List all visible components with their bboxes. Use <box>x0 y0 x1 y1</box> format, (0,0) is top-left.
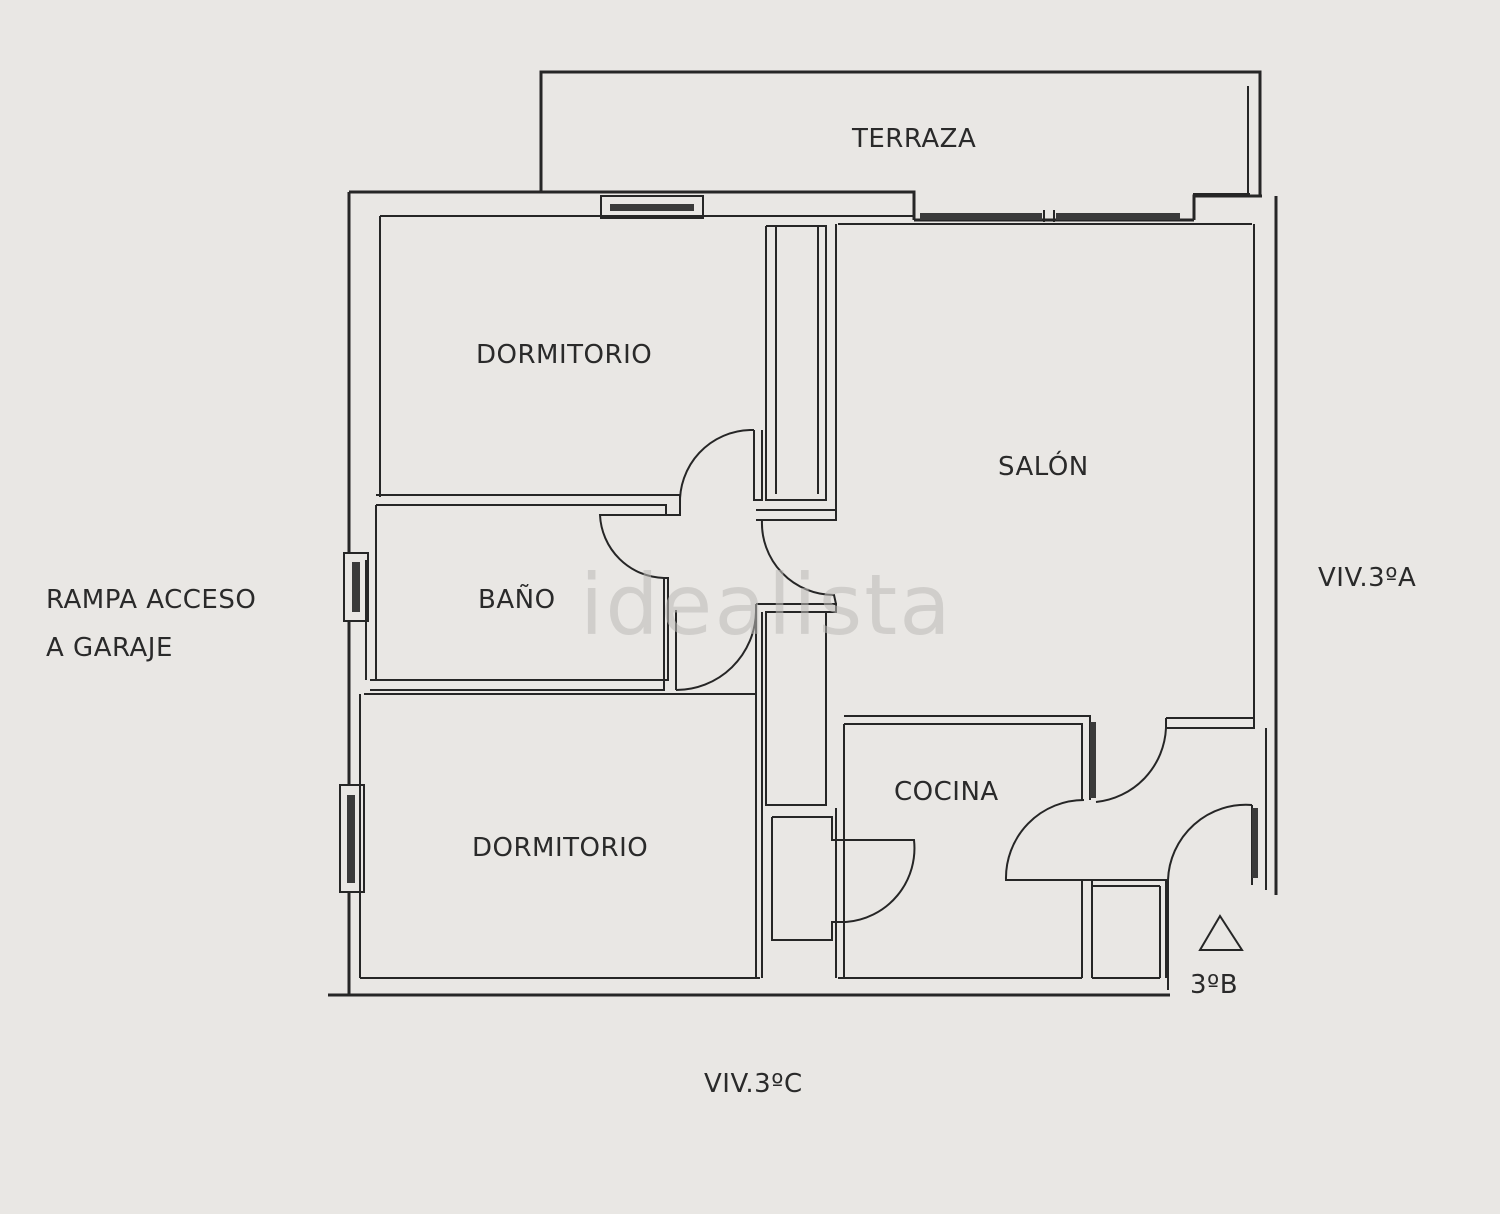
door-bathroom <box>598 514 666 579</box>
doors <box>598 429 1253 923</box>
room-label-dormitorio-top: DORMITORIO <box>476 340 652 370</box>
neighbor-label-bottom: VIV.3ºC <box>704 1069 803 1099</box>
window-bottom-bedroom <box>339 784 365 893</box>
interior-walls <box>364 224 1258 990</box>
door-entrance <box>1167 803 1253 881</box>
entrance-marker <box>1198 914 1244 951</box>
window-top-bedroom <box>600 195 704 219</box>
room-label-bano: BAÑO <box>478 583 556 615</box>
door-top-bedroom <box>678 429 754 506</box>
ramp-label-line2: A GARAJE <box>46 633 173 663</box>
door-closet <box>845 839 916 923</box>
room-label-dormitorio-bottom: DORMITORIO <box>472 833 648 863</box>
neighbor-label-right: VIV.3ºA <box>1318 563 1416 593</box>
entrance-label: 3ºB <box>1190 970 1238 1000</box>
room-label-terraza: TERRAZA <box>851 124 976 154</box>
door-kitchen <box>1004 799 1085 881</box>
room-label-cocina: COCINA <box>894 777 999 807</box>
room-label-salon: SALÓN <box>998 450 1089 482</box>
watermark: idealista <box>580 556 953 654</box>
window-salon-terrace <box>920 210 1180 222</box>
windows <box>339 195 1180 893</box>
entrance-triangle-icon <box>1198 914 1244 951</box>
window-bathroom <box>343 552 369 622</box>
door-bath-lower <box>675 611 757 691</box>
ramp-label-line1: RAMPA ACCESO <box>46 585 256 615</box>
door-hall-salon <box>760 519 837 605</box>
door-salon-entrance <box>1095 718 1167 803</box>
